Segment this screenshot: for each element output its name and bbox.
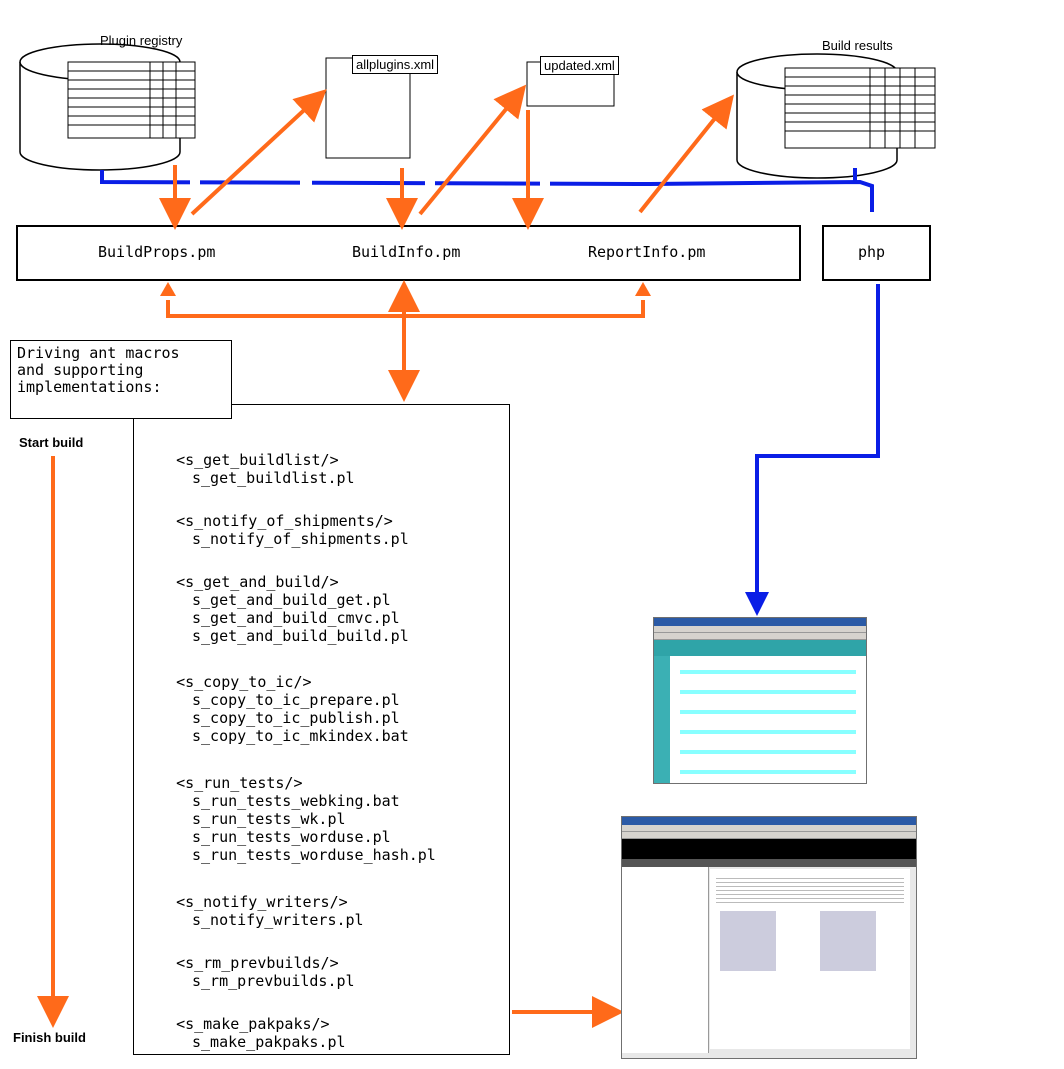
blue-flow-registry-to-php (100, 170, 874, 212)
impl-name: s_run_tests_webking.bat (192, 792, 400, 810)
impl-name: s_copy_to_ic_publish.pl (192, 709, 400, 727)
buildprops-module: BuildProps.pm (98, 243, 216, 261)
php-box (822, 225, 931, 281)
plugin-registry-db-icon (19, 43, 196, 171)
macro-name: <s_rm_prevbuilds/> (176, 954, 339, 972)
macro-name: <s_get_and_build/> (176, 573, 339, 591)
flow-buildprops-to-allplugins (190, 89, 327, 216)
impl-name: s_notify_of_shipments.pl (192, 530, 409, 548)
allplugins-label: allplugins.xml (352, 55, 439, 74)
impl-name: s_rm_prevbuilds.pl (192, 972, 355, 990)
impl-name: s_notify_writers.pl (192, 911, 364, 929)
updated-label: updated.xml (540, 56, 619, 75)
finish-build-label: Finish build (13, 1030, 86, 1045)
macros-panel (133, 404, 510, 1055)
impl-name: s_get_buildlist.pl (192, 469, 355, 487)
impl-name: s_run_tests_wk.pl (192, 810, 346, 828)
macro-name: <s_copy_to_ic/> (176, 673, 312, 691)
macro-name: <s_notify_of_shipments/> (176, 512, 393, 530)
macro-entry: <s_get_and_build/>s_get_and_build_get.pl… (158, 555, 409, 663)
macro-name: <s_run_tests/> (176, 774, 303, 792)
impl-name: s_get_and_build_build.pl (192, 627, 409, 645)
build-results-db-icon (736, 53, 936, 179)
arrowhead-buildprops (160, 282, 176, 296)
reportinfo-module: ReportInfo.pm (588, 243, 706, 261)
macro-name: <s_make_pakpaks/> (176, 1015, 330, 1033)
build-results-label: Build results (822, 38, 893, 53)
impl-name: s_run_tests_worduse_hash.pl (192, 846, 436, 864)
impl-name: s_copy_to_ic_prepare.pl (192, 691, 400, 709)
macro-entry: <s_get_buildlist/>s_get_buildlist.pl (158, 433, 355, 505)
impl-name: s_make_pakpaks.pl (192, 1033, 346, 1051)
impl-name: s_copy_to_ic_mkindex.bat (192, 727, 409, 745)
macro-name: <s_notify_writers/> (176, 893, 348, 911)
information-center-screenshot (621, 816, 917, 1059)
macro-entry: <s_make_pakpaks/>s_make_pakpaks.pl (158, 997, 346, 1069)
macro-entry: <s_rm_prevbuilds/>s_rm_prevbuilds.pl (158, 936, 355, 1008)
buildinfo-module: BuildInfo.pm (352, 243, 461, 261)
start-build-label: Start build (19, 435, 84, 450)
macro-entry: <s_notify_of_shipments/>s_notify_of_ship… (158, 494, 409, 566)
arrowhead-reportinfo (635, 282, 651, 296)
impl-name: s_run_tests_worduse.pl (192, 828, 391, 846)
macro-entry: <s_notify_writers/>s_notify_writers.pl (158, 875, 364, 947)
macro-name: <s_get_buildlist/> (176, 451, 339, 469)
driving-macros-note: Driving ant macros and supporting implem… (10, 340, 232, 419)
impl-name: s_get_and_build_cmvc.pl (192, 609, 400, 627)
plugin-registry-label: Plugin registry (100, 33, 183, 48)
blue-flow-php-to-report (745, 284, 880, 616)
flow-buildinfo-to-updated (418, 84, 527, 216)
flow-reportinfo-to-results (638, 94, 734, 214)
impl-name: s_get_and_build_get.pl (192, 591, 391, 609)
php-module: php (858, 243, 886, 261)
build-report-screenshot (653, 617, 867, 784)
